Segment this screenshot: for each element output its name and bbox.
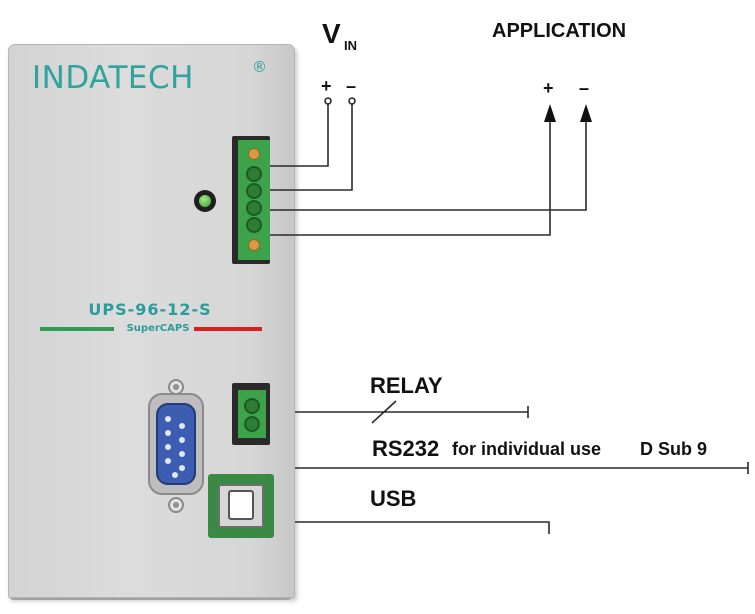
terminal-screw-top — [248, 148, 260, 160]
relay-pin-1 — [244, 398, 260, 414]
usb-wire — [295, 521, 550, 534]
dsub9-connector — [156, 403, 196, 485]
model-label: UPS-96-12-S — [88, 300, 212, 319]
rs232-description: for individual use — [452, 439, 602, 459]
terminal-pin-1 — [246, 166, 262, 182]
green-stripe — [40, 327, 114, 331]
relay-pin-2 — [244, 416, 260, 432]
dsub-pin — [179, 451, 185, 457]
vin-plus-terminal — [324, 97, 332, 105]
dsub-pin — [165, 430, 171, 436]
rs232-label: RS232 — [372, 436, 440, 461]
vin-plus-label: + — [321, 76, 332, 96]
app-minus-arrowhead — [580, 104, 592, 122]
terminal-pin-4 — [246, 217, 262, 233]
dsub9-label: D Sub 9 — [640, 439, 708, 459]
dsub-pin — [179, 423, 185, 429]
terminal-screw-bottom — [248, 239, 260, 251]
brand-logo: INDATECH — [32, 60, 194, 96]
app-plus-label: + — [543, 78, 554, 98]
usb-label: USB — [370, 486, 417, 511]
vin-minus-wire — [270, 104, 353, 191]
dsub-pin — [179, 465, 185, 471]
vin-plus-wire — [270, 104, 329, 167]
app-minus-wire — [270, 120, 587, 211]
terminal-pin-3 — [246, 200, 262, 216]
app-minus-label: – — [579, 78, 590, 98]
red-stripe — [194, 327, 262, 331]
registered-mark: ® — [252, 58, 267, 76]
supercaps-label: SuperCAPS — [126, 323, 190, 334]
vin-subscript: IN — [344, 38, 357, 53]
vin-label: V — [322, 18, 341, 49]
status-led — [199, 195, 211, 207]
dsub-pin — [165, 444, 171, 450]
app-plus-arrowhead — [544, 104, 556, 122]
dsub-pin — [172, 472, 178, 478]
usb-b-port — [228, 490, 254, 520]
dsub-pin — [165, 416, 171, 422]
dsub-screw-bottom — [168, 497, 184, 513]
relay-label: RELAY — [370, 373, 443, 398]
dsub-pin — [179, 437, 185, 443]
app-plus-wire — [270, 120, 551, 236]
terminal-pin-2 — [246, 183, 262, 199]
dsub-pin — [165, 458, 171, 464]
vin-minus-label: – — [346, 76, 357, 96]
application-label: APPLICATION — [492, 20, 627, 42]
vin-minus-terminal — [348, 97, 356, 105]
relay-slash — [371, 400, 397, 424]
